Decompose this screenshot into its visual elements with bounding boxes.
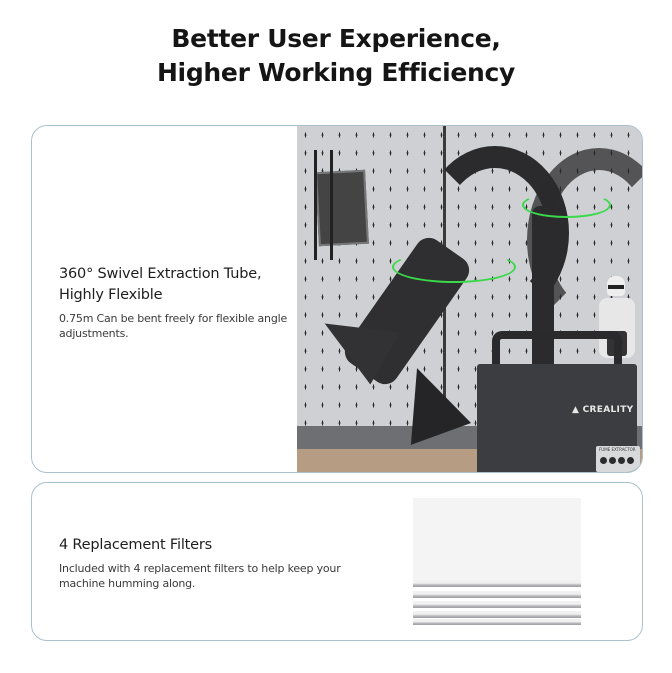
filter-pad-top [413,498,581,580]
headline-line-2: Higher Working Efficiency [156,58,516,87]
machine-handle [492,331,622,371]
feature-description: Included with 4 replacement filters to h… [59,562,341,590]
pegboard-rod [330,150,333,260]
control-knob-icon [600,457,607,464]
motorcycle-photo [315,169,369,247]
feature-title: 4 Replacement Filters [59,537,212,553]
headline-line-1: Better User Experience, [171,24,501,53]
feature-card-swivel-tube: 360° Swivel Extraction Tube, Highly Flex… [31,125,643,473]
filter-pad-edge [413,580,581,587]
brand-logo: ▲ CREALITY [572,405,634,415]
feature-text: 4 Replacement Filters Included with 4 re… [59,535,379,591]
filter-pad-edge [413,591,581,598]
feature-title: 360° Swivel Extraction Tube, Highly Flex… [59,264,299,306]
replacement-filters-image [413,498,581,626]
control-knob-icon [627,457,634,464]
feature-title-line-2: Highly Flexible [59,287,163,303]
pegboard-rod [314,150,317,260]
feature-description: 0.75m Can be bent freely for flexible an… [59,312,288,340]
extraction-tube-vertical [532,206,554,406]
feature-text: 360° Swivel Extraction Tube, Highly Flex… [59,264,299,341]
fume-extractor-image: ▲ CREALITY FUME EXTRACTOR [297,126,642,472]
filter-pad-edge [413,601,581,608]
page-headline: Better User Experience, Higher Working E… [0,22,672,90]
control-panel-label: FUME EXTRACTOR [599,447,636,452]
filter-pad-edge [413,619,581,625]
feature-title-line-1: 360° Swivel Extraction Tube, [59,266,262,282]
control-knob-icon [618,457,625,464]
feature-card-replacement-filters: 4 Replacement Filters Included with 4 re… [31,482,643,641]
filter-pad-edge [413,611,581,618]
control-knob-icon [609,457,616,464]
rotation-arrow-icon [522,192,611,218]
rotation-arrow-icon [392,251,516,283]
